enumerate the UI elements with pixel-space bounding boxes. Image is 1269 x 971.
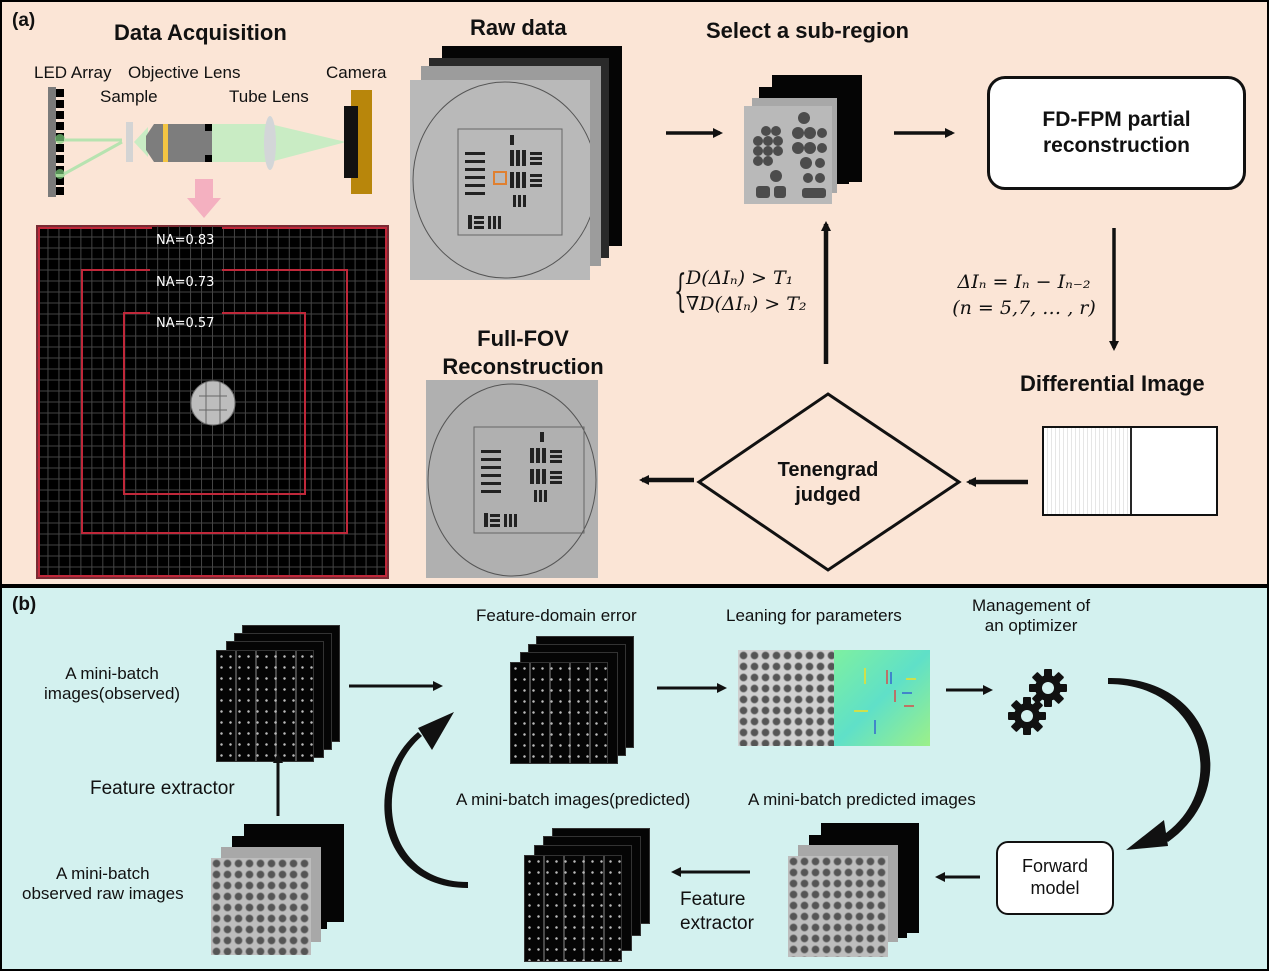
led-array-label: LED Array bbox=[34, 63, 112, 82]
raw-batch-line2: observed raw images bbox=[22, 884, 184, 904]
subregion-title: Select a sub-region bbox=[706, 18, 909, 43]
curved-arrow-optimizer-to-forward bbox=[1108, 677, 1211, 842]
optimizer-line1: Management of bbox=[972, 596, 1091, 615]
sample-icon bbox=[126, 122, 133, 162]
light-beam bbox=[212, 124, 346, 162]
raw-batch-line1: A mini-batch bbox=[56, 864, 150, 883]
led-grid-panel bbox=[36, 225, 389, 579]
differential-image-left bbox=[1044, 428, 1132, 514]
differential-formula-line1: ΔIₙ = Iₙ − Iₙ₋₂ bbox=[957, 271, 1091, 293]
decision-line2: judged bbox=[795, 484, 861, 506]
na-label-083: NA=0.83 bbox=[156, 233, 215, 248]
optimizer-line2: an optimizer bbox=[984, 616, 1078, 636]
camera-label: Camera bbox=[326, 63, 387, 82]
tube-lens-icon bbox=[264, 116, 276, 170]
na-ring-073 bbox=[81, 269, 348, 534]
na-label-073: NA=0.73 bbox=[156, 275, 215, 290]
predicted-images-label: A mini-batch predicted images bbox=[748, 790, 976, 809]
objective-lens-label: Objective Lens bbox=[128, 63, 241, 82]
observed-batch-label: A mini-batch images(observed) bbox=[44, 664, 180, 705]
full-fov-title: Full-FOV Reconstruction bbox=[432, 325, 614, 380]
feature-extractor-left-label: Feature extractor bbox=[90, 778, 235, 799]
flow-arrows-b bbox=[273, 677, 1211, 888]
fd-fpm-partial-reconstruction-box: FD-FPM partial reconstruction bbox=[987, 76, 1246, 190]
panel-a: (a) Data Acquisition LED Array Objective… bbox=[2, 2, 1267, 584]
panel-a-label: (a) bbox=[12, 10, 36, 31]
phase-parameter-image bbox=[834, 650, 930, 746]
forward-model-line2: model bbox=[1030, 878, 1080, 898]
feature-domain-error-label: Feature-domain error bbox=[476, 606, 637, 625]
observed-batch-line1: A mini-batch bbox=[65, 664, 159, 683]
optimizer-label: Management of an optimizer bbox=[972, 596, 1090, 637]
predicted-features-label: A mini-batch images(predicted) bbox=[456, 790, 691, 809]
pupil-circle bbox=[190, 380, 236, 426]
full-fov-image bbox=[426, 380, 598, 578]
fd-fpm-line2: reconstruction bbox=[1042, 134, 1190, 157]
optical-setup-diagram bbox=[36, 87, 389, 579]
curved-arrow-predicted-to-error bbox=[384, 732, 468, 888]
feature-extractor-bottom-line2: extractor bbox=[680, 912, 754, 934]
differential-image-title: Differential Image bbox=[1020, 371, 1205, 396]
parameter-images bbox=[738, 650, 930, 746]
tube-lens-label: Tube Lens bbox=[229, 87, 309, 106]
led-array-icon bbox=[48, 87, 65, 197]
data-acquisition-title: Data Acquisition bbox=[114, 20, 287, 45]
differential-formula-line2: (n = 5,7, … , r) bbox=[952, 296, 1096, 319]
raw-data-image bbox=[410, 80, 590, 280]
feature-extractor-bottom-label: Feature extractor bbox=[680, 888, 754, 936]
condition-line1: D(ΔIₙ) > T₁ bbox=[686, 267, 794, 289]
sample-label: Sample bbox=[100, 87, 158, 106]
decision-diamond bbox=[696, 392, 962, 572]
curved-arrow-head-left bbox=[418, 712, 454, 750]
differential-image bbox=[1042, 426, 1218, 516]
feature-extractor-bottom-line1: Feature bbox=[680, 889, 746, 910]
panel-b: (b) A mini-batch images(observed) Featur… bbox=[2, 588, 1267, 969]
camera-icon bbox=[344, 90, 372, 194]
subregion-image bbox=[744, 106, 832, 204]
learning-params-label: Leaning for parameters bbox=[726, 606, 902, 625]
na-ring-083 bbox=[38, 227, 387, 577]
forward-model-box: Forward model bbox=[996, 841, 1114, 915]
tenengrad-judged-label: Tenengrad judged bbox=[750, 458, 906, 508]
objective-lens-icon bbox=[146, 124, 212, 162]
full-fov-line1: Full-FOV bbox=[477, 326, 569, 351]
full-fov-line2: Reconstruction bbox=[442, 353, 604, 379]
observed-batch-line2: images(observed) bbox=[44, 684, 181, 704]
raw-batch-label: A mini-batch observed raw images bbox=[22, 864, 184, 905]
curved-arrow-head-right bbox=[1126, 820, 1168, 850]
fd-fpm-line1: FD-FPM partial bbox=[1042, 107, 1191, 131]
na-ring-057 bbox=[123, 312, 306, 495]
amplitude-parameter-image bbox=[738, 650, 834, 746]
differential-image-right bbox=[1132, 428, 1216, 514]
light-rays bbox=[63, 138, 123, 176]
decision-line1: Tenengrad bbox=[777, 459, 879, 481]
brace-icon: { bbox=[674, 266, 687, 317]
flow-arrows-a bbox=[639, 128, 1119, 572]
condition-line2: ∇D(ΔIₙ) > T₂ bbox=[686, 292, 807, 315]
panel-b-label: (b) bbox=[12, 594, 37, 615]
pink-down-arrow bbox=[187, 179, 221, 218]
forward-model-line1: Forward bbox=[1021, 856, 1088, 877]
na-label-057: NA=0.57 bbox=[156, 316, 215, 331]
differential-formula: ΔIₙ = Iₙ − Iₙ₋₂ (n = 5,7, … , r) bbox=[950, 270, 1098, 321]
raw-data-title: Raw data bbox=[470, 15, 567, 40]
